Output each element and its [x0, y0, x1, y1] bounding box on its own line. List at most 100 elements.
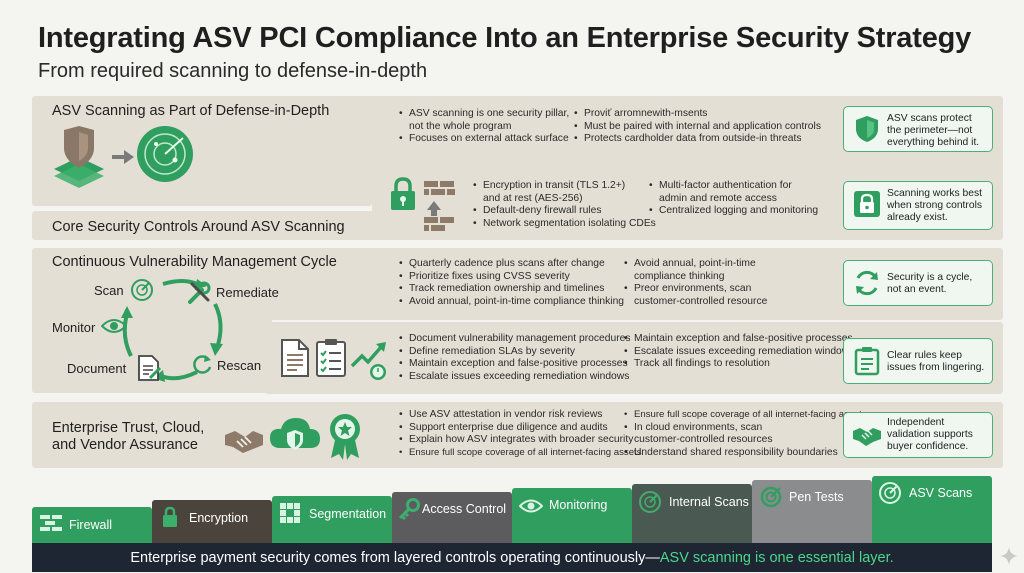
bullet-item: Maintain exception and false-positive pr… [399, 358, 631, 371]
cloud-shield-icon [268, 414, 322, 460]
key-icon [398, 498, 420, 520]
award-badge-icon [327, 412, 363, 460]
cycle-bullets-col1: Quarterly cadence plus scans after chang… [398, 258, 624, 308]
layer-segmentation: Segmentation [272, 496, 392, 543]
core-bullets-col1: Encryption in transit (TLS 1.2+) and at … [472, 180, 656, 230]
bullet-item: Track all findings to resolution [624, 358, 854, 371]
bullet-item: Protects cardholder data from outside-in… [574, 133, 821, 146]
bullet-item: Focuses on external attack surface [399, 133, 569, 146]
page-title: Integrating ASV PCI Compliance Into an E… [38, 22, 972, 54]
bullet-item-cont: and at rest (AES-256) [483, 192, 583, 204]
bullet-item: Define remediation SLAs by severity [399, 346, 631, 359]
layer-label: Monitoring [549, 498, 608, 512]
asv-bullets-col2: Proviť arromnewith-msents Must be paired… [573, 108, 821, 146]
layer-monitoring: Monitoring [512, 488, 632, 543]
layer-pen-tests: Pen Tests [752, 480, 872, 543]
lock-icon [852, 189, 882, 219]
cycle-label-rescan: Rescan [217, 358, 262, 373]
trend-timer-icon [350, 338, 390, 382]
trust-bullets-col1: Use ASV attestation in vendor risk revie… [398, 409, 642, 459]
bullet-item: Avoid annual, point-in-time compliance t… [399, 296, 624, 309]
page-subtitle: From required scanning to defense-in-dep… [38, 60, 428, 82]
bullet-item-cont: not the whole program [409, 120, 512, 132]
cycle-label-scan: Scan [94, 283, 124, 298]
layer-label: Pen Tests [789, 490, 844, 504]
layer-label: Firewall [69, 518, 113, 532]
cycle-icon [852, 268, 882, 298]
bullet-item: Default-deny firewall rules [473, 205, 656, 218]
bullet-item: Document vulnerability management proced… [399, 333, 630, 346]
bullet-item-cont: customer-controlled resource [634, 295, 768, 307]
core-callout: Scanning works best when strong controls… [843, 181, 993, 230]
layer-label: Encryption [189, 511, 249, 525]
firewall-brick-icon [423, 180, 457, 232]
footer-banner: Enterprise payment security comes from l… [32, 543, 992, 572]
cycle-label-document: Document [67, 361, 127, 376]
target-icon [760, 486, 782, 508]
radar-icon [638, 490, 662, 514]
layer-label: Internal Scans [669, 495, 749, 509]
bullet-item: Explain how ASV integrates with broader … [399, 434, 642, 447]
bullet-item: Escalate issues exceeding remediation wi… [399, 371, 631, 384]
bullet-item: ASV scanning is one security pillar, [399, 108, 569, 121]
layer-access-control: Access Control [392, 492, 512, 543]
asv-section-title: ASV Scanning as Part of Defense-in-Depth [52, 103, 330, 119]
handshake-icon [852, 420, 882, 450]
document-icon [136, 354, 162, 382]
bullet-item: Centralized logging and monitoring [649, 205, 818, 218]
arrow-right-icon [112, 150, 134, 164]
bullet-item: Must be paired with internal and applica… [574, 121, 821, 134]
lock-icon [162, 506, 178, 528]
footer-highlight: ASV scanning is one essential layer. [659, 550, 894, 566]
shield-icon [852, 114, 882, 144]
rules-bullets-col1: Document vulnerability management proced… [398, 333, 631, 384]
procedure-document-icon [279, 338, 311, 378]
sparkle-icon [1000, 547, 1018, 565]
bullet-item: Track remediation ownership and timeline… [399, 283, 624, 296]
cycle-callout: Security is a cycle, not an event. [843, 260, 993, 306]
rules-callout: Clear rules keep issues from lingering. [843, 338, 993, 384]
layer-label: Access Control [422, 502, 507, 516]
bullet-item: Support enterprise due diligence and aud… [399, 422, 642, 435]
cycle-label-monitor: Monitor [52, 320, 96, 335]
bullet-item: Avoid annual, point-in-time [624, 258, 767, 271]
layer-label: Segmentation [309, 507, 387, 521]
padlock-icon [388, 176, 418, 212]
bullet-item-cont: admin and remote access [659, 192, 777, 204]
callout-text: Clear rules keep issues from lingering. [887, 350, 985, 373]
core-bullets-col2: Multi-factor authentication for admin an… [648, 180, 818, 218]
bullet-item-cont: customer-controlled resources [634, 434, 773, 446]
layer-encryption: Encryption [152, 500, 272, 543]
firewall-icon [40, 515, 62, 531]
callout-text: Independent validation supports buyer co… [887, 417, 973, 452]
trust-bullets-col2: Ensure full scope coverage of all intern… [623, 409, 867, 459]
bullet-item-cont: compliance thinking [634, 270, 725, 282]
handshake-icon [223, 425, 265, 455]
trust-callout: Independent validation supports buyer co… [843, 412, 993, 458]
bullet-item: In cloud environments, scan [624, 422, 867, 435]
callout-text: Security is a cycle, not an event. [887, 272, 973, 295]
callout-text: ASV scans protect the perimeter—not ever… [887, 113, 980, 148]
refresh-icon [190, 352, 214, 376]
bullet-item: Escalate issues exceeding remediation wi… [624, 346, 854, 359]
radar-small-icon [130, 278, 154, 302]
trust-section-title-line2: and Vendor Assurance [52, 437, 198, 453]
bullet-item: Quarterly cadence plus scans after chang… [399, 258, 624, 271]
cycle-label-remediate: Remediate [216, 285, 279, 300]
layer-internal-scans: Internal Scans [632, 484, 752, 543]
bullet-item: Prioritize fixes using CVSS severity [399, 271, 624, 284]
bullet-item: Preor environments, scan [624, 283, 767, 296]
bullet-item: Encryption in transit (TLS 1.2+) [473, 180, 656, 193]
asv-bullets-col1: ASV scanning is one security pillar, not… [398, 108, 569, 146]
radar-icon [878, 481, 902, 505]
cycle-section-title: Continuous Vulnerability Management Cycl… [52, 254, 337, 270]
eye-icon [101, 317, 127, 335]
checklist-doc-icon [315, 338, 347, 378]
layer-label: ASV Scans [909, 486, 973, 500]
tools-icon [186, 280, 212, 306]
bullet-item: Use ASV attestation in vendor risk revie… [399, 409, 642, 422]
layer-firewall: Firewall [32, 507, 152, 543]
cycle-bullets-col2: Avoid annual, point-in-time compliance t… [623, 258, 767, 308]
radar-icon [135, 124, 195, 184]
bullet-item: Maintain exception and false-positive pr… [624, 333, 854, 346]
